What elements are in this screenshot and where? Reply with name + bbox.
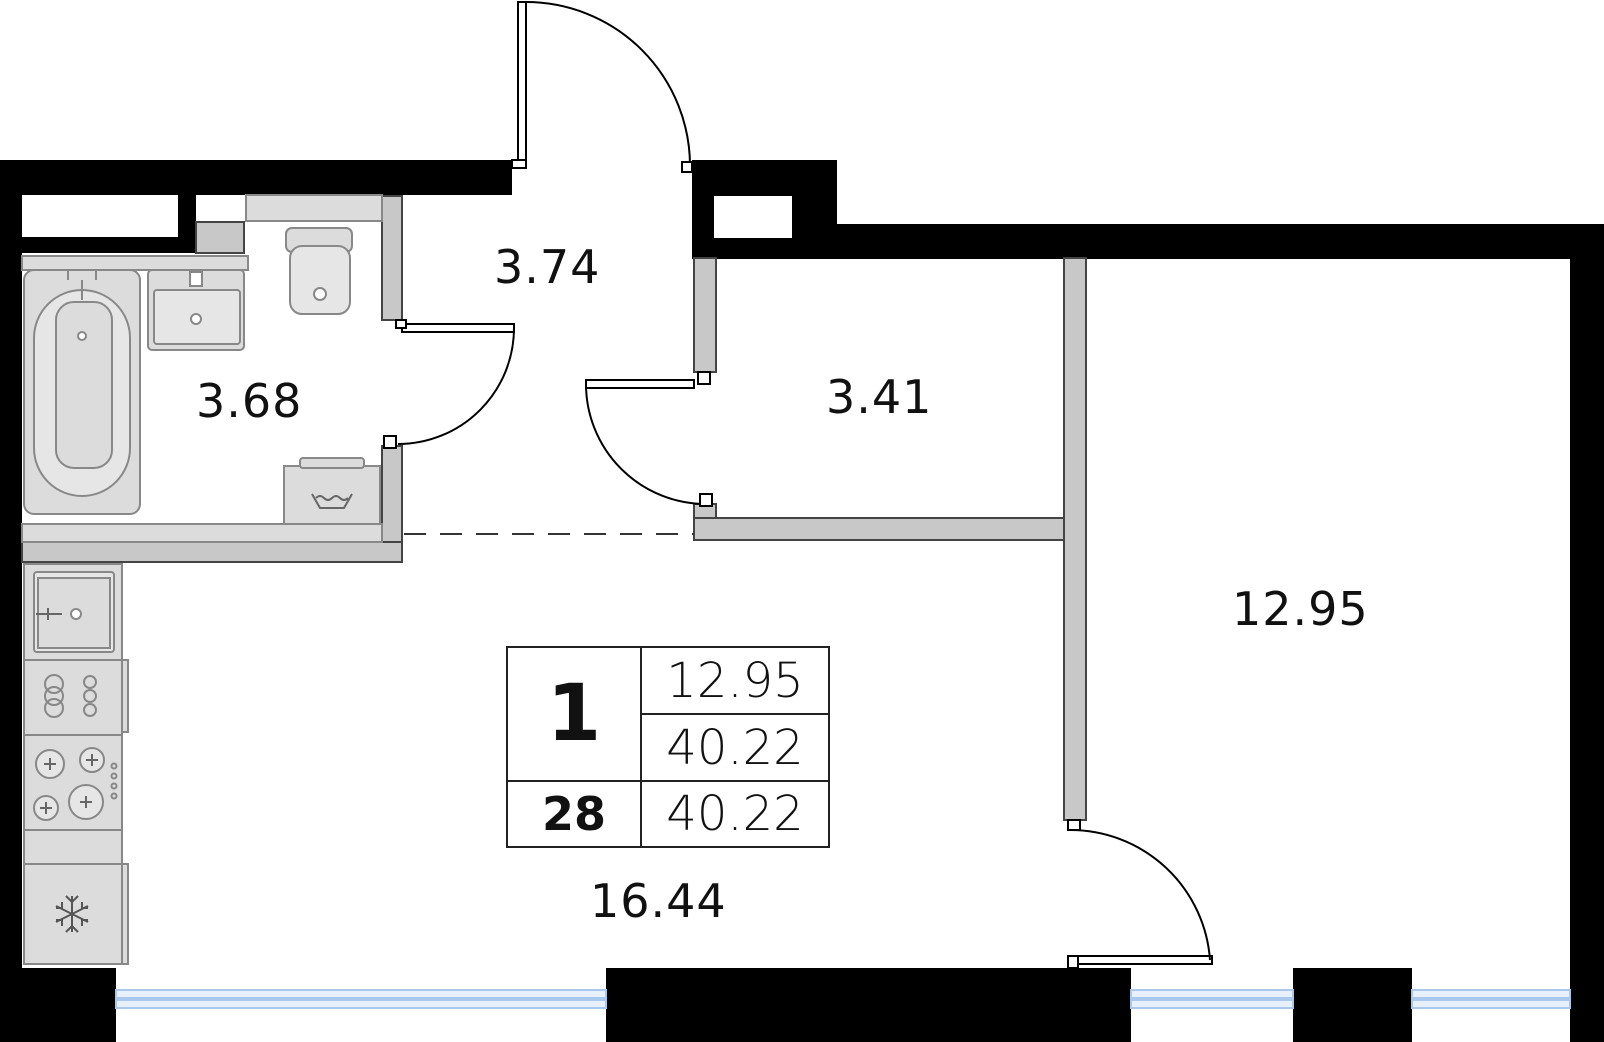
sink-icon [147, 269, 245, 351]
wall-bottom-pier [1293, 968, 1412, 1042]
bath-ledge-bottom [21, 523, 383, 543]
wall-top-right-corner [692, 160, 714, 259]
partition-storage-bottom [693, 517, 1065, 541]
bath-counter [21, 255, 249, 271]
door-bedroom [1067, 819, 1213, 969]
bathtub-icon [23, 269, 141, 515]
area-kitchen-living: 16.44 [590, 874, 727, 928]
area-bathroom: 3.68 [196, 374, 303, 428]
wall-top-left [0, 160, 512, 195]
kitchen-sink-icon [33, 571, 115, 653]
apartment-number: 28 [508, 782, 642, 846]
total-area-secondary: 40.22 [666, 786, 804, 842]
wall-right [1570, 224, 1604, 1042]
door-icon [511, 1, 693, 173]
toilet-icon [245, 194, 383, 315]
wall-left [0, 160, 22, 1042]
partition-bath-shaft [195, 221, 245, 254]
door-bathroom [383, 319, 515, 449]
apartment-info-table: 1 12.95 40.22 28 40.22 [506, 646, 830, 848]
living-area: 12.95 [642, 648, 828, 715]
wall-left-recess [0, 237, 196, 253]
pier-niche [714, 196, 792, 238]
door-storage [585, 371, 713, 507]
fridge-icon [55, 863, 129, 965]
partition-storage-left-top [693, 257, 717, 373]
partition-bath-bottom [21, 541, 403, 563]
total-area: 40.22 [642, 715, 828, 782]
wall-bottom-left [0, 968, 116, 1042]
partition-bedroom [1063, 257, 1087, 821]
area-bedroom: 12.95 [1232, 582, 1369, 636]
area-storage: 3.41 [826, 370, 933, 424]
bathroom-fixtures [21, 194, 383, 543]
kitchen-fixtures [23, 563, 129, 965]
exterior-walls [0, 160, 1604, 1042]
room-count: 1 [508, 648, 642, 782]
interior-partitions [21, 195, 1087, 821]
area-hallway: 3.74 [494, 240, 601, 294]
oven-icon [44, 659, 129, 733]
wall-bottom-mid [606, 968, 1131, 1042]
wall-top-right [692, 224, 1604, 259]
windows [115, 989, 1571, 1009]
partition-bath-right-top [381, 195, 403, 321]
stove-icon [33, 747, 118, 821]
doors [383, 1, 1213, 969]
washing-machine-icon [283, 457, 381, 525]
wall-shaft [178, 160, 196, 253]
